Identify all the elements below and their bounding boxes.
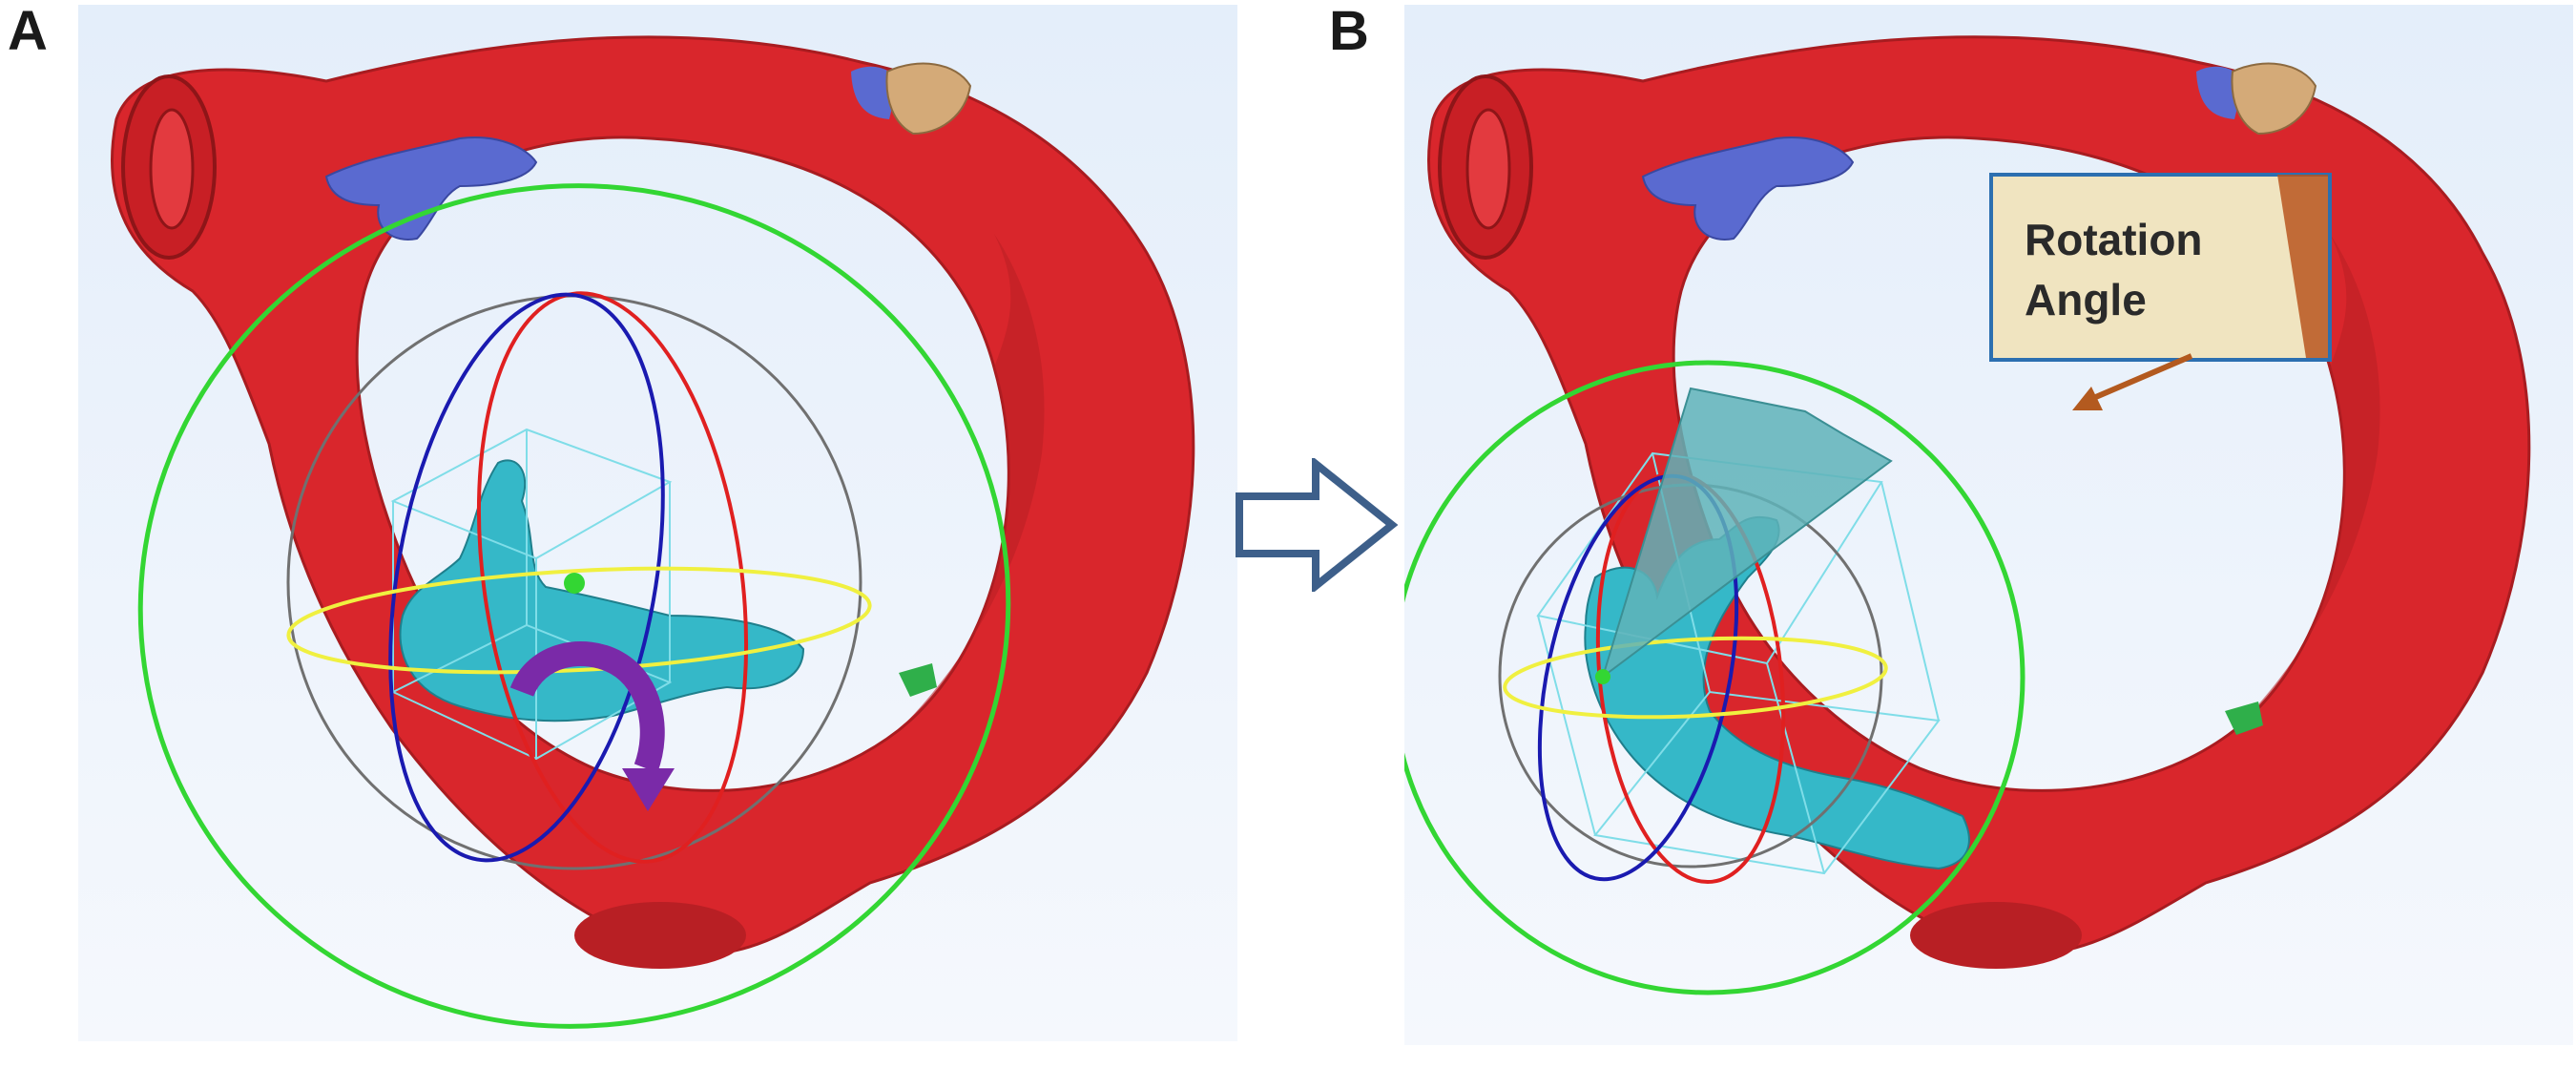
vessel-lumen [1465, 108, 1511, 230]
callout-pointer-head [2072, 387, 2103, 410]
panel-a-viewport [78, 5, 1237, 1041]
transition-arrow [1236, 458, 1399, 592]
heart-wall-shading [899, 234, 1045, 730]
rotation-angle-callout: Rotation Angle [1989, 173, 2332, 362]
callout-line2: Angle [2025, 275, 2147, 325]
blue-rotation-ring [388, 292, 665, 863]
yellow-rotation-ring [1503, 636, 1888, 720]
purple-arrowhead [622, 768, 675, 811]
tan-structure [885, 62, 972, 136]
green-marker [2225, 702, 2263, 735]
green-rotation-ring [1404, 360, 2025, 995]
tan-structure [2231, 62, 2317, 136]
green-marker [899, 663, 937, 697]
panel-b-scene: Rotation Angle [1404, 5, 2573, 1045]
heart-wall-shading [2234, 234, 2380, 730]
panel-b-viewport: Rotation Angle [1404, 5, 2573, 1045]
gizmo-center-point [1595, 669, 1610, 684]
callout-box [1989, 173, 2332, 362]
panel-a-scene [78, 5, 1237, 1041]
rotation-angle-wedge [1601, 387, 1893, 680]
panel-b-label: B [1329, 0, 1369, 62]
heart-lower-lobe [574, 902, 746, 969]
callout-line1: Rotation [2025, 215, 2203, 264]
callout-accent [2277, 175, 2328, 358]
blue-vessel [324, 136, 538, 241]
purple-rotation-arrow [509, 641, 665, 773]
callout-pointer-line [2089, 353, 2193, 402]
gizmo-center-point [564, 573, 585, 594]
blue-vessel [1641, 136, 1855, 241]
yellow-rotation-ring [286, 566, 872, 675]
heart-lower-lobe [1910, 902, 2082, 969]
green-rotation-ring [137, 183, 1011, 1029]
panel-a-label: A [8, 0, 48, 62]
cyan-tissue [399, 459, 805, 722]
vessel-lumen [149, 108, 195, 230]
